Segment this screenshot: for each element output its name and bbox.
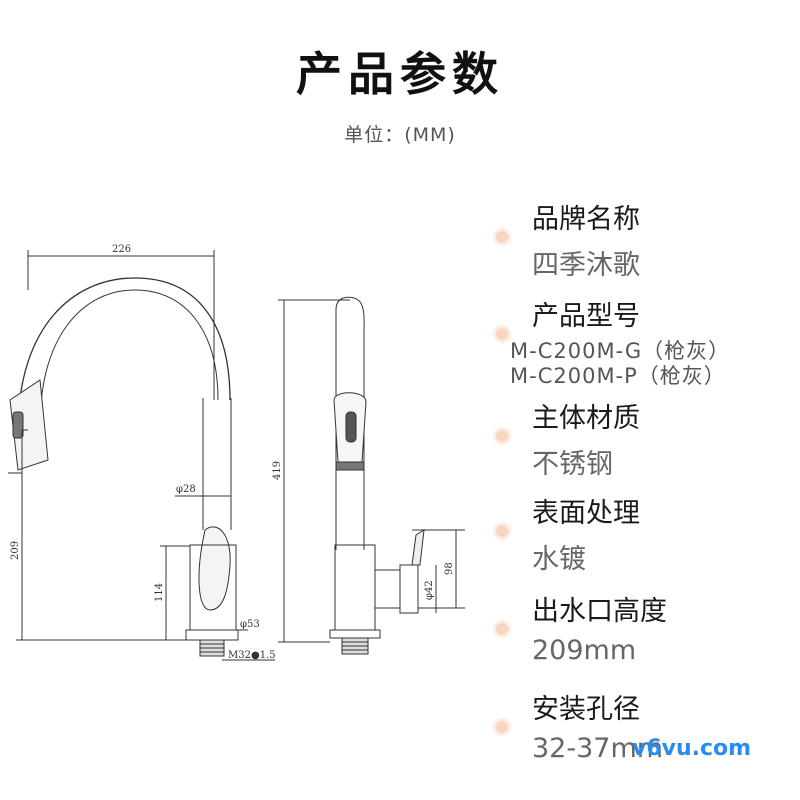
dim-thread: M32●1.5 — [228, 650, 276, 661]
dim-base-diameter: φ53 — [240, 619, 260, 630]
spec-label: 表面处理 — [532, 498, 640, 529]
dim-pipe-diameter: φ28 — [176, 484, 196, 495]
dim-total-height: 419 — [272, 461, 283, 480]
dim-width: 226 — [112, 244, 131, 255]
spec-value: 209mm — [532, 635, 637, 666]
spec-value-line-1: M-C200M-G（枪灰） — [510, 339, 731, 363]
spec-value: 四季沐歌 — [532, 250, 640, 281]
bullet-dot — [496, 430, 508, 442]
spec-value: 不锈钢 — [532, 449, 613, 480]
bullet-dot — [496, 721, 508, 733]
spec-label: 安装孔径 — [532, 694, 640, 725]
watermark: v6vu.com — [632, 736, 752, 761]
dim-handle-diameter: φ42 — [424, 580, 435, 600]
dim-spout-height: 209 — [10, 541, 21, 560]
bullet-dot — [496, 623, 508, 635]
spec-label: 品牌名称 — [532, 204, 640, 235]
unit-note: 单位：(MM) — [344, 124, 456, 146]
spec-label: 出水口高度 — [532, 596, 667, 627]
faucet-diagram: 226 419 209 114 φ28 φ53 M32●1.5 98 φ42 — [8, 244, 465, 661]
spec-label: 主体材质 — [532, 403, 640, 434]
bullet-dot — [496, 231, 508, 243]
spec-value-line-2: M-C200M-P（枪灰） — [510, 364, 726, 388]
spec-label: 产品型号 — [532, 301, 640, 332]
dim-body-height: 114 — [154, 583, 165, 602]
spec-value: 水镀 — [532, 544, 586, 575]
faucet-drawing: 226 419 209 114 φ28 φ53 M32●1.5 98 φ42 — [0, 190, 490, 690]
dim-handle-height: 98 — [444, 562, 455, 575]
page-title: 产品参数 — [296, 47, 504, 101]
spec-value: 32-37mm — [532, 733, 664, 764]
bullet-dot — [496, 525, 508, 537]
bullet-dot — [496, 328, 508, 340]
